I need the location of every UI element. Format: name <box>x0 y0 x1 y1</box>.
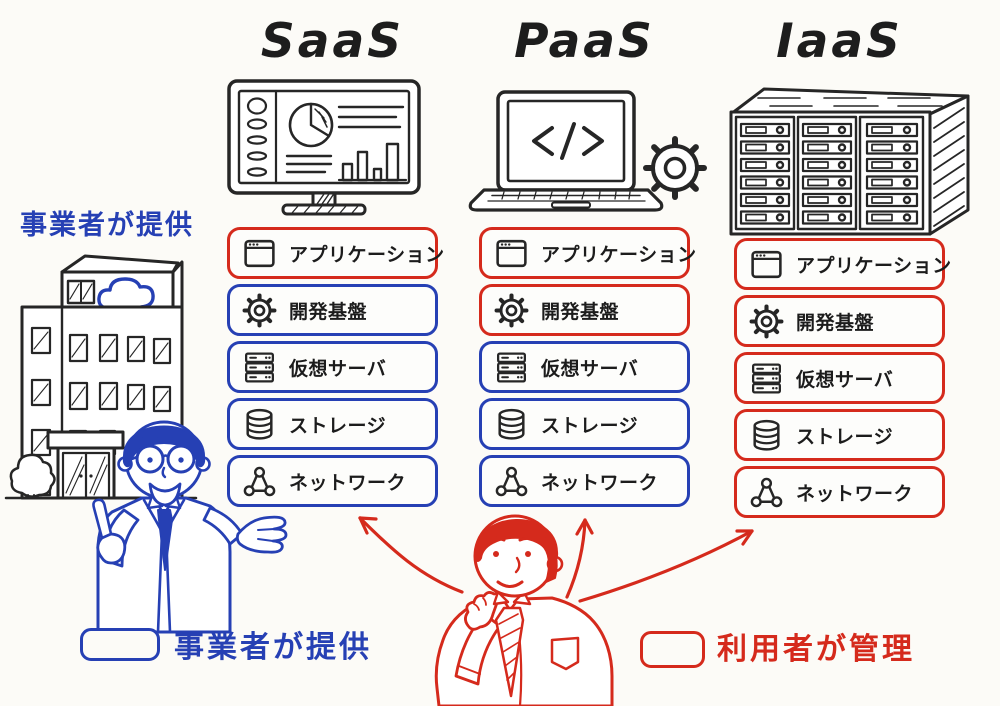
layer-label: 開発基盤 <box>796 311 875 334</box>
layer-label: 仮想サーバ <box>289 357 387 380</box>
iaas-stack: アプリケーション 開発基盤 仮想サーバ ストレージ ネットワーク <box>734 238 951 523</box>
layer-box-iaas-network: ネットワーク <box>734 466 945 518</box>
app-window-icon <box>748 246 785 283</box>
gear-icon <box>241 292 278 329</box>
layer-box-paas-storage: ストレージ <box>479 398 690 450</box>
tie <box>157 509 173 571</box>
layer-box-iaas-platform: 開発基盤 <box>734 295 945 347</box>
network-icon <box>748 474 785 511</box>
layer-box-saas-application: アプリケーション <box>227 227 444 279</box>
gear-icon <box>493 292 530 329</box>
paas-title: PaaS <box>514 14 655 69</box>
layer-label: アプリケーション <box>541 243 697 266</box>
layer-label: アプリケーション <box>796 254 952 277</box>
network-icon <box>241 463 278 500</box>
pointing-hand <box>96 532 127 565</box>
app-window-icon <box>493 235 530 272</box>
layer-label: 仮想サーバ <box>541 357 639 380</box>
monitor-dashboard-illustration <box>227 79 421 216</box>
hair-side <box>540 537 558 583</box>
layer-label: ストレージ <box>541 414 639 437</box>
storage-icon <box>493 406 530 443</box>
app-window-icon <box>241 235 278 272</box>
user-person-illustration <box>434 514 614 706</box>
server-rack-illustration <box>729 87 970 236</box>
virtual-server-icon <box>493 349 530 386</box>
layer-box-paas-virtual-server: 仮想サーバ <box>479 341 690 393</box>
layer-label: ネットワーク <box>541 471 659 494</box>
legend-provider-label: 事業者が提供 <box>174 630 372 665</box>
layer-box-iaas-storage: ストレージ <box>734 409 945 461</box>
layer-box-paas-application: アプリケーション <box>479 227 696 279</box>
layer-box-saas-storage: ストレージ <box>227 398 438 450</box>
layer-box-saas-network: ネットワーク <box>227 455 438 507</box>
saas-stack: アプリケーション 開発基盤 仮想サーバ ストレージ ネットワーク <box>227 227 444 512</box>
legend-user-swatch <box>640 631 705 668</box>
hand-on-chin <box>464 591 500 631</box>
arrow-to-saas <box>358 516 464 594</box>
virtual-server-icon <box>748 360 785 397</box>
storage-icon <box>241 406 278 443</box>
laptop-code-gear-illustration <box>468 90 707 212</box>
layer-box-iaas-virtual-server: 仮想サーバ <box>734 352 945 404</box>
layer-box-saas-platform: 開発基盤 <box>227 284 438 336</box>
layer-box-paas-platform: 開発基盤 <box>479 284 690 336</box>
layer-box-saas-virtual-server: 仮想サーバ <box>227 341 438 393</box>
virtual-server-icon <box>241 349 278 386</box>
mouth <box>148 482 182 507</box>
open-palm-hand <box>235 515 288 554</box>
iaas-title: IaaS <box>776 14 903 69</box>
layer-label: ネットワーク <box>796 482 914 505</box>
smile <box>496 580 524 588</box>
tree-illustration <box>9 453 56 498</box>
layer-box-paas-network: ネットワーク <box>479 455 690 507</box>
pointing-finger <box>92 498 113 540</box>
paas-stack: アプリケーション 開発基盤 仮想サーバ ストレージ ネットワーク <box>479 227 696 512</box>
layer-label: 開発基盤 <box>289 300 368 323</box>
legend-user-label: 利用者が管理 <box>717 632 915 667</box>
legend-provider-swatch <box>80 628 160 661</box>
arrow-to-paas <box>565 518 587 599</box>
layer-box-iaas-application: アプリケーション <box>734 238 951 290</box>
open-arm <box>202 506 244 546</box>
provider-callout-label: 事業者が提供 <box>20 210 194 241</box>
layer-label: 仮想サーバ <box>796 368 894 391</box>
network-icon <box>493 463 530 500</box>
storage-icon <box>748 417 785 454</box>
layer-label: ストレージ <box>289 414 387 437</box>
layer-label: 開発基盤 <box>541 300 620 323</box>
provider-person-illustration <box>92 420 288 634</box>
saas-title: SaaS <box>260 14 405 69</box>
layer-label: アプリケーション <box>289 243 445 266</box>
layer-label: ネットワーク <box>289 471 407 494</box>
layer-label: ストレージ <box>796 425 894 448</box>
gear-icon <box>748 303 785 340</box>
arrow-to-iaas <box>578 529 754 603</box>
shirt-pocket <box>550 636 580 671</box>
